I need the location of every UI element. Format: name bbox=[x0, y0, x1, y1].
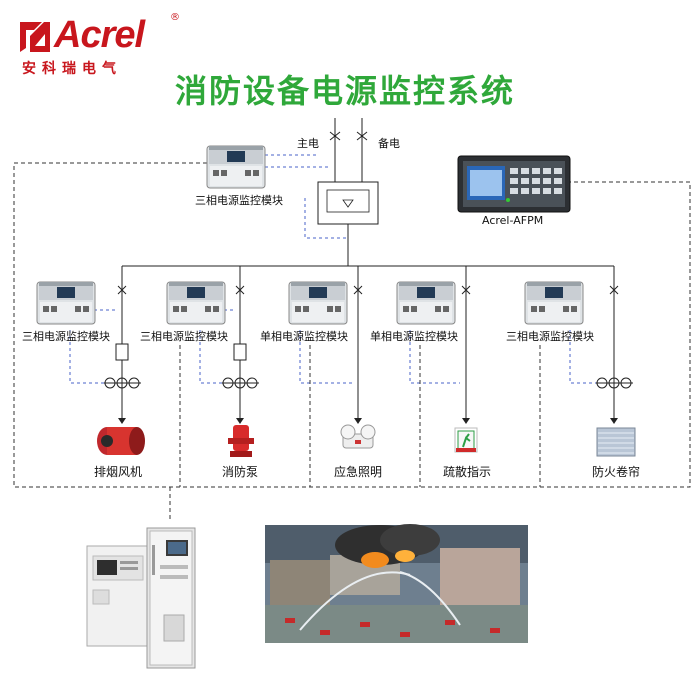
branch-module-label: 三相电源监控模块 bbox=[506, 330, 594, 343]
fire-pump-icon bbox=[228, 425, 254, 457]
logo-mark-icon bbox=[20, 22, 50, 52]
backup-power-label: 备电 bbox=[378, 137, 400, 150]
afpm-label: Acrel-AFPM bbox=[482, 214, 544, 227]
logo-registered: ® bbox=[170, 12, 180, 23]
load-label-exit-sign: 疏散指示 bbox=[443, 465, 492, 479]
page-title: 消防设备电源监控系统 bbox=[175, 72, 516, 110]
module-device bbox=[524, 281, 584, 325]
logo-brand: Acrel bbox=[54, 14, 145, 56]
server-rack-cabinet bbox=[146, 527, 196, 669]
top-module-device bbox=[206, 145, 266, 189]
load-label-exhaust-fan: 排烟风机 bbox=[94, 465, 143, 479]
branch-module-label: 三相电源监控模块 bbox=[22, 330, 110, 343]
logo-chinese: 安科瑞电气 bbox=[22, 61, 122, 77]
exhaust-fan-icon bbox=[97, 427, 145, 455]
emergency-light-icon bbox=[340, 424, 376, 449]
branch-module-label: 三相电源监控模块 bbox=[140, 330, 228, 343]
module-device bbox=[166, 281, 226, 325]
module-device bbox=[396, 281, 456, 325]
exit-sign-icon bbox=[454, 427, 478, 453]
module-device bbox=[36, 281, 96, 325]
branch-module-label: 单相电源监控模块 bbox=[260, 330, 348, 343]
branch-module-label: 单相电源监控模块 bbox=[370, 330, 458, 343]
afpm-monitor bbox=[457, 155, 571, 213]
load-label-fire-pump: 消防泵 bbox=[222, 465, 259, 479]
load-label-emergency-light: 应急照明 bbox=[334, 465, 383, 479]
monitoring-host-cabinet bbox=[86, 545, 150, 647]
module-device bbox=[288, 281, 348, 325]
load-label-fire-shutter: 防火卷帘 bbox=[592, 465, 641, 479]
fire-shutter-icon bbox=[596, 427, 636, 457]
main-power-label: 主电 bbox=[297, 137, 319, 150]
fire-scene-photo bbox=[265, 524, 528, 643]
top-module-label: 三相电源监控模块 bbox=[195, 194, 283, 207]
